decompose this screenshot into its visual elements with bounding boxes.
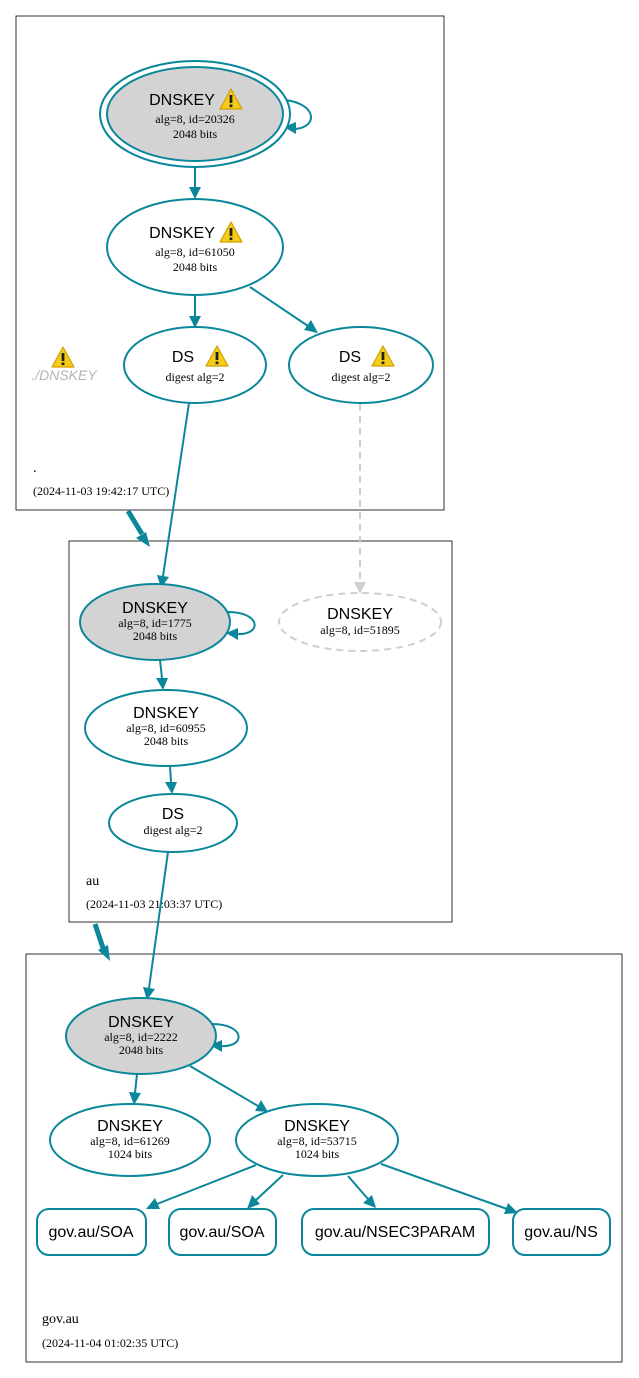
node-rr-soa-2-label: gov.au/SOA	[179, 1224, 264, 1241]
edge-53715-soa1	[156, 1164, 257, 1205]
edge-gov-ksk-61269	[134, 1073, 138, 1094]
node-au-missing-line1: alg=8, id=51895	[320, 623, 400, 637]
node-gov-ksk-line2: 2048 bits	[119, 1043, 164, 1057]
zone-root-box	[15, 15, 445, 511]
self-sign-edge-gov-ksk	[211, 1023, 240, 1048]
edge-53715-ns	[380, 1163, 508, 1210]
node-root-zsk-line2: 2048 bits	[173, 260, 218, 274]
node-au-ksk-title: DNSKEY	[122, 600, 188, 617]
node-root-ksk-line1: alg=8, id=20326	[155, 112, 235, 126]
zone-root-name: .	[33, 461, 37, 476]
edge-au-ksk-zsk	[159, 659, 163, 679]
edge-53715-soa2	[255, 1174, 284, 1201]
self-sign-edge-au-ksk	[227, 611, 256, 636]
node-au-missing-title: DNSKEY	[327, 606, 393, 623]
node-root-ds2-title: DS	[339, 349, 361, 366]
node-gov-key-53715-line1: alg=8, id=53715	[277, 1134, 357, 1148]
node-gov-key-61269[interactable]: DNSKEY alg=8, id=61269 1024 bits	[49, 1103, 211, 1177]
node-rr-nsec3param[interactable]: gov.au/NSEC3PARAM	[301, 1208, 490, 1256]
node-root-ds1-line1: digest alg=2	[165, 370, 224, 384]
arrowhead-root-zsk-ds2	[304, 320, 318, 333]
arrowhead-au-ksk-zsk	[156, 678, 168, 690]
node-root-ds1-title: DS	[172, 349, 194, 366]
node-gov-key-53715-title: DNSKEY	[284, 1118, 350, 1135]
node-root-ds1[interactable]: DS digest alg=2	[123, 326, 267, 404]
node-au-zsk-title: DNSKEY	[133, 705, 199, 722]
zone-root-timestamp: (2024-11-03 19:42:17 UTC)	[33, 484, 169, 498]
arrowhead-root-zsk-ds1	[189, 316, 201, 328]
edge-root-ds1-au-ksk	[162, 402, 190, 577]
node-au-ksk[interactable]: DNSKEY alg=8, id=1775 2048 bits	[79, 583, 231, 661]
arrowhead-root-ksk-zsk	[189, 187, 201, 199]
arrowhead-au-zsk-ds	[165, 782, 177, 794]
self-sign-edge-root-ksk	[284, 99, 312, 130]
arrowhead-53715-nsec3param	[363, 1195, 376, 1208]
node-au-ds-line1: digest alg=2	[143, 823, 202, 837]
edge-au-ds-gov-ksk	[148, 851, 169, 989]
delegation-arrowhead-au-gov	[98, 945, 110, 961]
node-au-ds-title: DS	[162, 806, 184, 823]
self-sign-arrowhead-gov-ksk	[210, 1040, 222, 1052]
node-gov-key-61269-line1: alg=8, id=61269	[90, 1134, 170, 1148]
node-gov-key-61269-title: DNSKEY	[97, 1118, 163, 1135]
node-au-zsk[interactable]: DNSKEY alg=8, id=60955 2048 bits	[84, 689, 248, 767]
arrowhead-root-ds2-au-missing	[354, 582, 366, 594]
zone-root: . (2024-11-03 19:42:17 UTC) ./DNSKEY	[15, 15, 445, 511]
node-rr-ns[interactable]: gov.au/NS	[512, 1208, 611, 1256]
node-rr-soa-1-label: gov.au/SOA	[48, 1224, 133, 1241]
zone-gov-au-name: gov.au	[42, 1312, 79, 1327]
node-gov-key-61269-line2: 1024 bits	[108, 1147, 153, 1161]
node-au-missing-key[interactable]: DNSKEY alg=8, id=51895	[278, 592, 442, 652]
node-au-zsk-line2: 2048 bits	[144, 734, 189, 748]
node-root-zsk-title: DNSKEY	[149, 225, 215, 242]
node-rr-nsec3param-label: gov.au/NSEC3PARAM	[315, 1224, 475, 1241]
edge-root-zsk-ds2	[249, 286, 309, 327]
node-rr-ns-label: gov.au/NS	[524, 1224, 598, 1241]
node-au-ds[interactable]: DS digest alg=2	[108, 793, 238, 853]
node-rr-soa-2[interactable]: gov.au/SOA	[168, 1208, 277, 1256]
node-au-ksk-line2: 2048 bits	[133, 629, 178, 643]
edge-au-zsk-ds	[169, 765, 172, 783]
arrowhead-gov-ksk-53715	[255, 1100, 268, 1112]
edge-gov-ksk-53715	[189, 1065, 259, 1107]
node-rr-soa-1[interactable]: gov.au/SOA	[36, 1208, 147, 1256]
node-gov-ksk-title: DNSKEY	[108, 1014, 174, 1031]
zone-root-warning-label: ./DNSKEY	[31, 367, 98, 383]
node-root-ds2-line1: digest alg=2	[331, 370, 390, 384]
arrowhead-au-ds-gov-ksk	[143, 987, 155, 1000]
edge-53715-nsec3param	[347, 1175, 369, 1200]
node-root-ksk-title: DNSKEY	[149, 92, 215, 109]
zone-au: au (2024-11-03 21:03:37 UTC)	[68, 540, 453, 923]
delegation-arrowhead-root-au	[136, 532, 150, 547]
zone-au-box	[68, 540, 453, 923]
delegation-edge-root-au	[125, 509, 145, 536]
node-gov-ksk-line1: alg=8, id=2222	[104, 1030, 178, 1044]
node-root-zsk[interactable]: DNSKEY alg=8, id=61050 2048 bits	[106, 198, 284, 296]
node-gov-key-53715[interactable]: DNSKEY alg=8, id=53715 1024 bits	[235, 1103, 399, 1177]
zone-au-timestamp: (2024-11-03 21:03:37 UTC)	[86, 897, 222, 911]
zone-gov-au-timestamp: (2024-11-04 01:02:35 UTC)	[42, 1336, 178, 1350]
zone-gov-au: gov.au (2024-11-04 01:02:35 UTC)	[25, 953, 623, 1363]
node-root-zsk-line1: alg=8, id=61050	[155, 245, 235, 259]
arrowhead-53715-soa2	[247, 1195, 260, 1209]
self-sign-arrowhead-root-ksk	[284, 122, 296, 134]
arrowhead-53715-ns	[504, 1203, 518, 1214]
zone-au-name: au	[86, 874, 99, 889]
node-root-ksk-line2: 2048 bits	[173, 127, 218, 141]
arrowhead-gov-ksk-61269	[129, 1092, 141, 1105]
delegation-edge-au-gov	[92, 923, 106, 949]
arrowhead-53715-soa1	[146, 1198, 160, 1209]
node-root-ds2[interactable]: DS digest alg=2	[288, 326, 434, 404]
self-sign-arrowhead-au-ksk	[226, 628, 238, 640]
node-gov-ksk[interactable]: DNSKEY alg=8, id=2222 2048 bits	[65, 997, 217, 1075]
node-au-ksk-line1: alg=8, id=1775	[118, 616, 192, 630]
node-root-ksk[interactable]: DNSKEY alg=8, id=20326 2048 bits	[99, 60, 291, 168]
warning-triangle-icon	[51, 346, 75, 368]
zone-gov-au-box	[25, 953, 623, 1363]
node-gov-key-53715-line2: 1024 bits	[295, 1147, 340, 1161]
node-au-zsk-line1: alg=8, id=60955	[126, 721, 206, 735]
